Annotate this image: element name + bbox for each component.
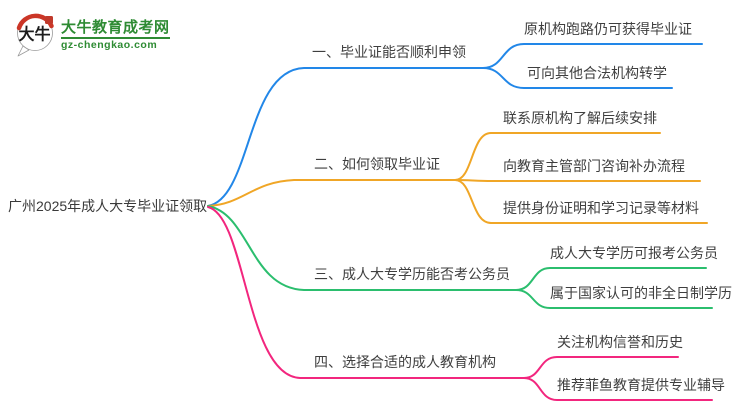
branch-3-child-1-label: 成人大专学历可报考公务员	[550, 245, 718, 261]
branch-3-label: 三、成人大专学历能否考公务员	[314, 266, 510, 282]
branch-4-child-2-connector	[523, 377, 713, 401]
branch-4-child-1-label: 关注机构信誉和历史	[557, 334, 683, 350]
branch-2-child-3-label: 提供身份证明和学习记录等材料	[503, 200, 699, 216]
site-title: 大牛教育成考网	[61, 19, 170, 36]
branch-3-child-2-connector	[515, 289, 713, 309]
branch-1-child-2-connector	[482, 67, 673, 89]
branch-2-connector	[207, 179, 456, 207]
branch-1-connector	[207, 67, 484, 207]
branch-4-label: 四、选择合适的成人教育机构	[314, 354, 496, 370]
branch-1-child-2-label: 可向其他合法机构转学	[527, 65, 667, 81]
branch-2-child-2-label: 向教育主管部门咨询补办流程	[503, 158, 685, 174]
branch-1-label: 一、毕业证能否顺利申领	[312, 44, 466, 60]
branch-2-child-1-connector	[454, 132, 661, 181]
branch-2-child-3-connector	[454, 179, 708, 224]
branch-1-child-1-connector	[482, 43, 703, 69]
site-domain: gz-chengkao.com	[61, 39, 158, 51]
branch-3-child-1-connector	[515, 267, 707, 291]
branch-4-child-1-connector	[523, 356, 679, 379]
svg-text:大牛: 大牛	[18, 25, 50, 44]
site-logo[interactable]: 大牛 大牛教育成考网 gz-chengkao.com	[14, 12, 170, 58]
branch-1-child-1-label: 原机构跑路仍可获得毕业证	[524, 21, 692, 37]
bull-seal-logo-icon: 大牛	[16, 13, 54, 57]
central-topic: 广州2025年成人大专毕业证领取	[8, 198, 208, 214]
branch-2-label: 二、如何领取毕业证	[314, 156, 440, 172]
branch-4-connector	[207, 206, 525, 379]
branch-2-child-2-connector	[454, 179, 701, 182]
branch-3-connector	[207, 205, 517, 291]
branch-2-child-1-label: 联系原机构了解后续安排	[503, 110, 657, 126]
branch-3-child-2-label: 属于国家认可的非全日制学历	[550, 285, 732, 301]
logo-divider	[61, 37, 170, 39]
branch-4-child-2-label: 推荐菲鱼教育提供专业辅导	[557, 377, 725, 393]
